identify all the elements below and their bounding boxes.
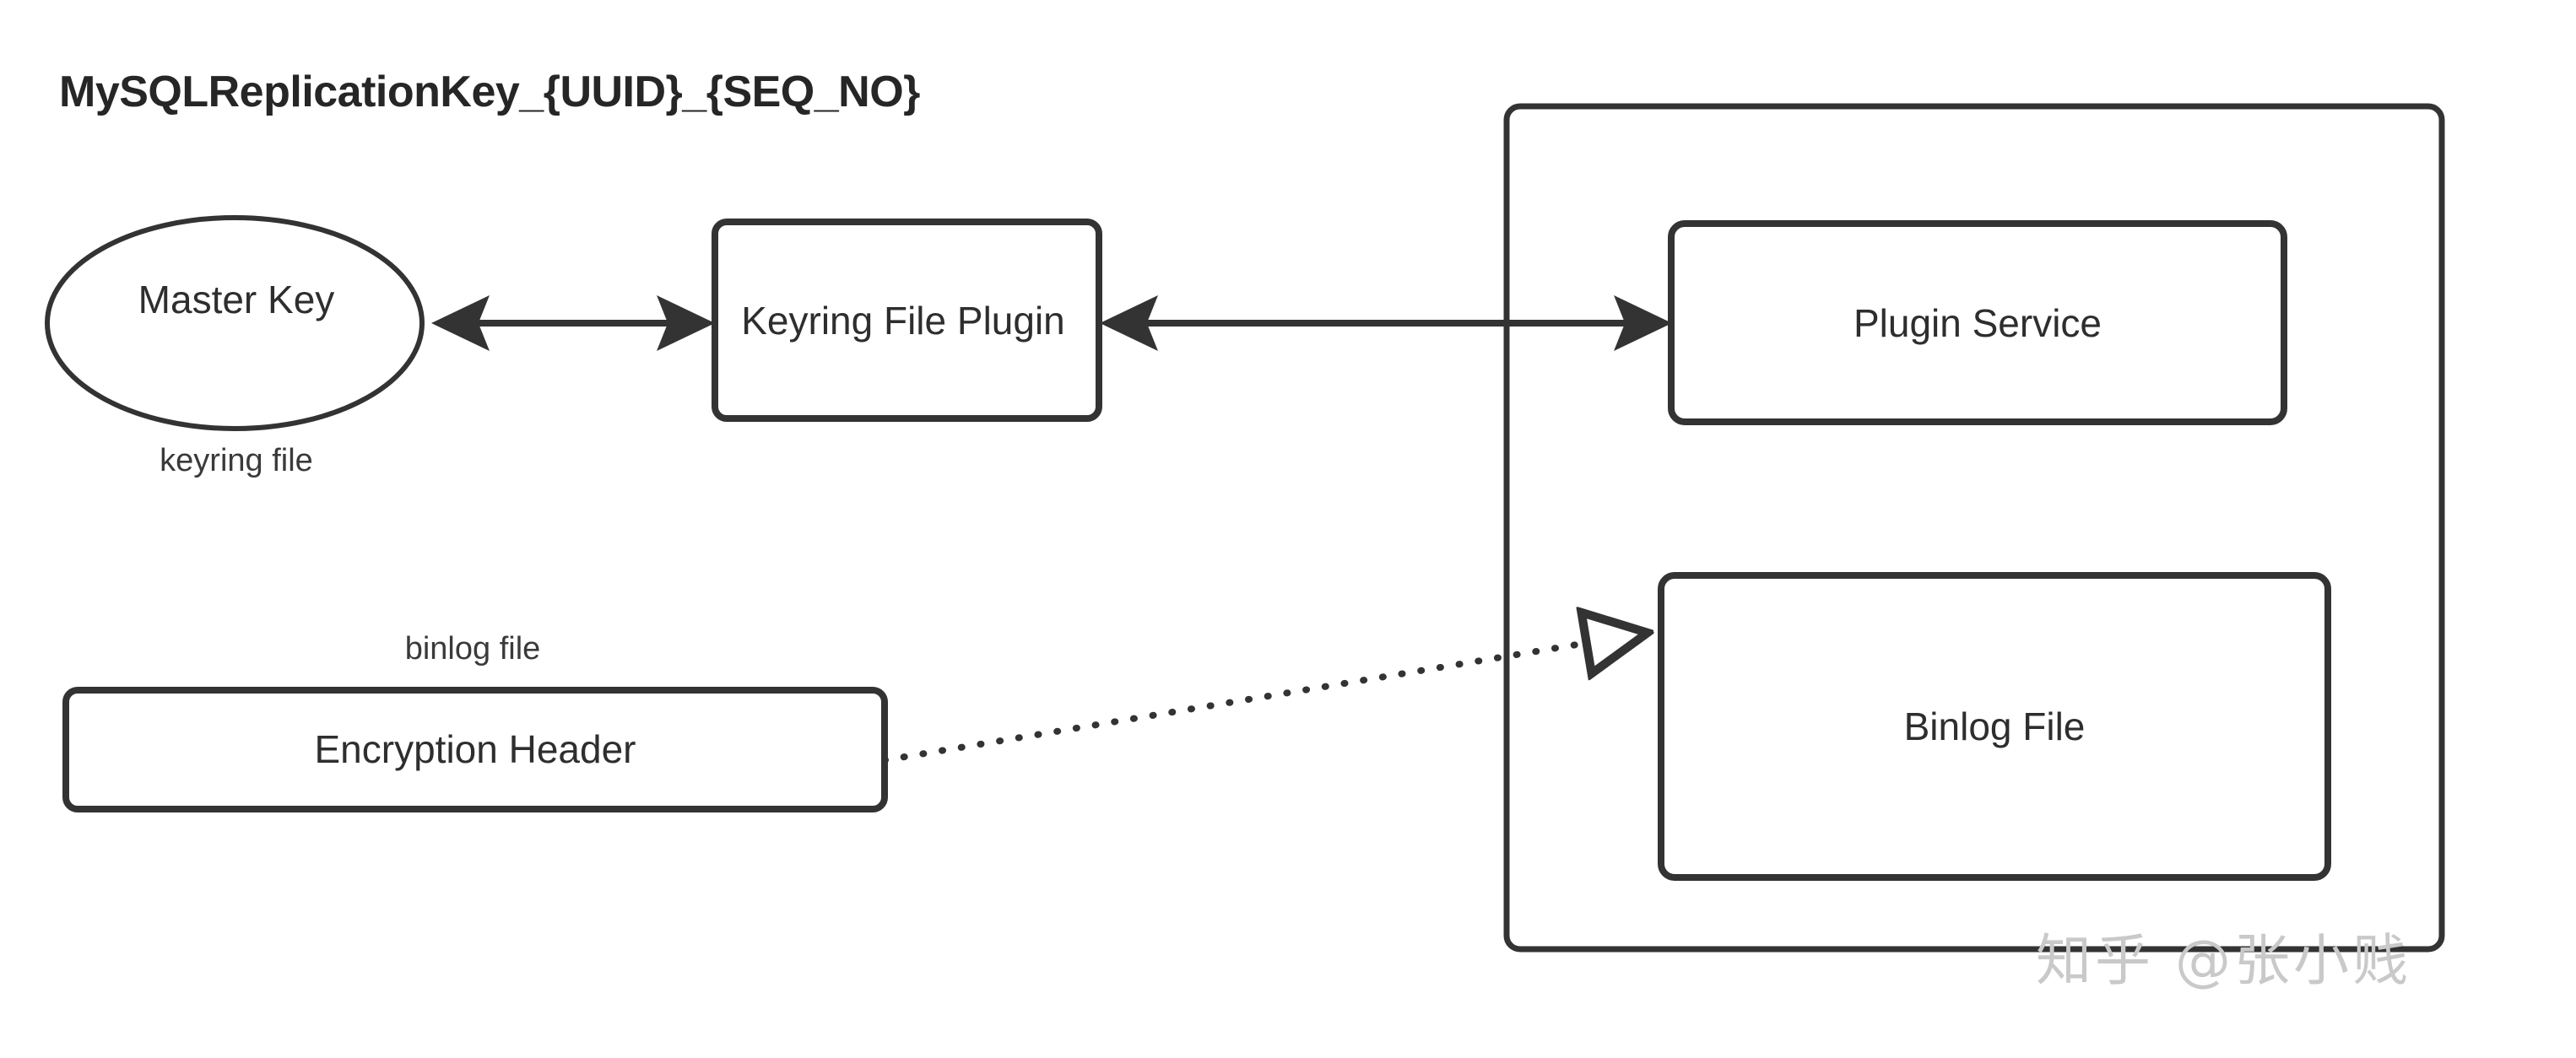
server-container-box [1503,103,2445,953]
keyring-file-caption-text: keyring file [160,443,313,478]
encryption-header-text: Encryption Header [314,727,636,771]
master-key-node-label: Master Key [51,249,422,350]
keyring-file-plugin-box [712,219,1102,422]
binlog-file-text: Binlog File [1903,704,2086,748]
encryption-header-box [62,687,888,812]
master-key-text: Master Key [138,278,335,321]
binlog-file-caption: binlog file [169,631,777,667]
page-title: MySQLReplicationKey_{UUID}_{SEQ_NO} [59,67,920,116]
edge-encryptionheader-binlogfile [881,633,1648,764]
binlog-file-node-label: Binlog File [1661,575,2328,877]
keyring-file-plugin-text: Keyring File Plugin [741,299,1065,343]
plugin-service-text: Plugin Service [1853,300,2102,345]
binlog-file-caption-text: binlog file [404,631,541,667]
master-key-ellipse [45,215,425,431]
plugin-service-node-label: Plugin Service [1671,224,2284,422]
keyring-file-plugin-node-label: Keyring File Plugin [709,224,1097,418]
keyring-file-caption: keyring file [51,443,422,479]
watermark: 知乎 @张小贱 [2036,928,2411,993]
binlog-file-box [1658,572,2331,881]
encryption-header-node-label: Encryption Header [66,690,885,808]
